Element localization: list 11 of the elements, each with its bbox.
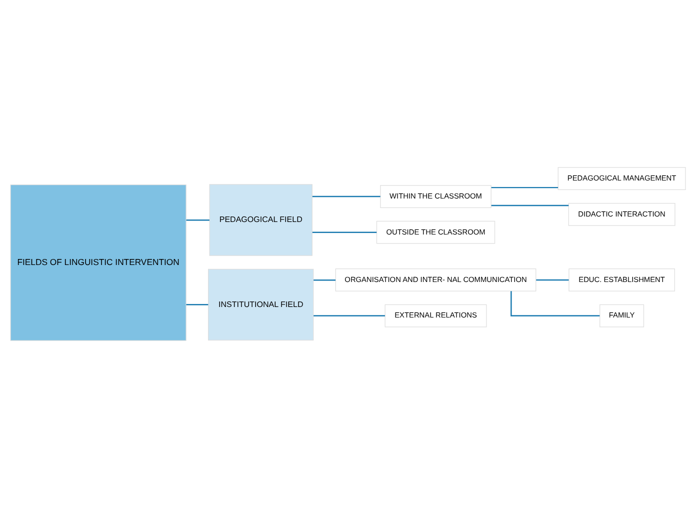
connector	[314, 315, 385, 316]
connector	[312, 196, 380, 198]
connector	[314, 280, 336, 281]
node-box: FIELDS OF LINGUISTIC INTERVENTION	[10, 184, 186, 341]
connector	[491, 204, 569, 206]
connector	[186, 220, 210, 221]
connector	[186, 304, 208, 306]
connector	[491, 186, 558, 188]
connector	[536, 279, 569, 281]
connector	[312, 232, 377, 233]
connector	[510, 291, 600, 316]
